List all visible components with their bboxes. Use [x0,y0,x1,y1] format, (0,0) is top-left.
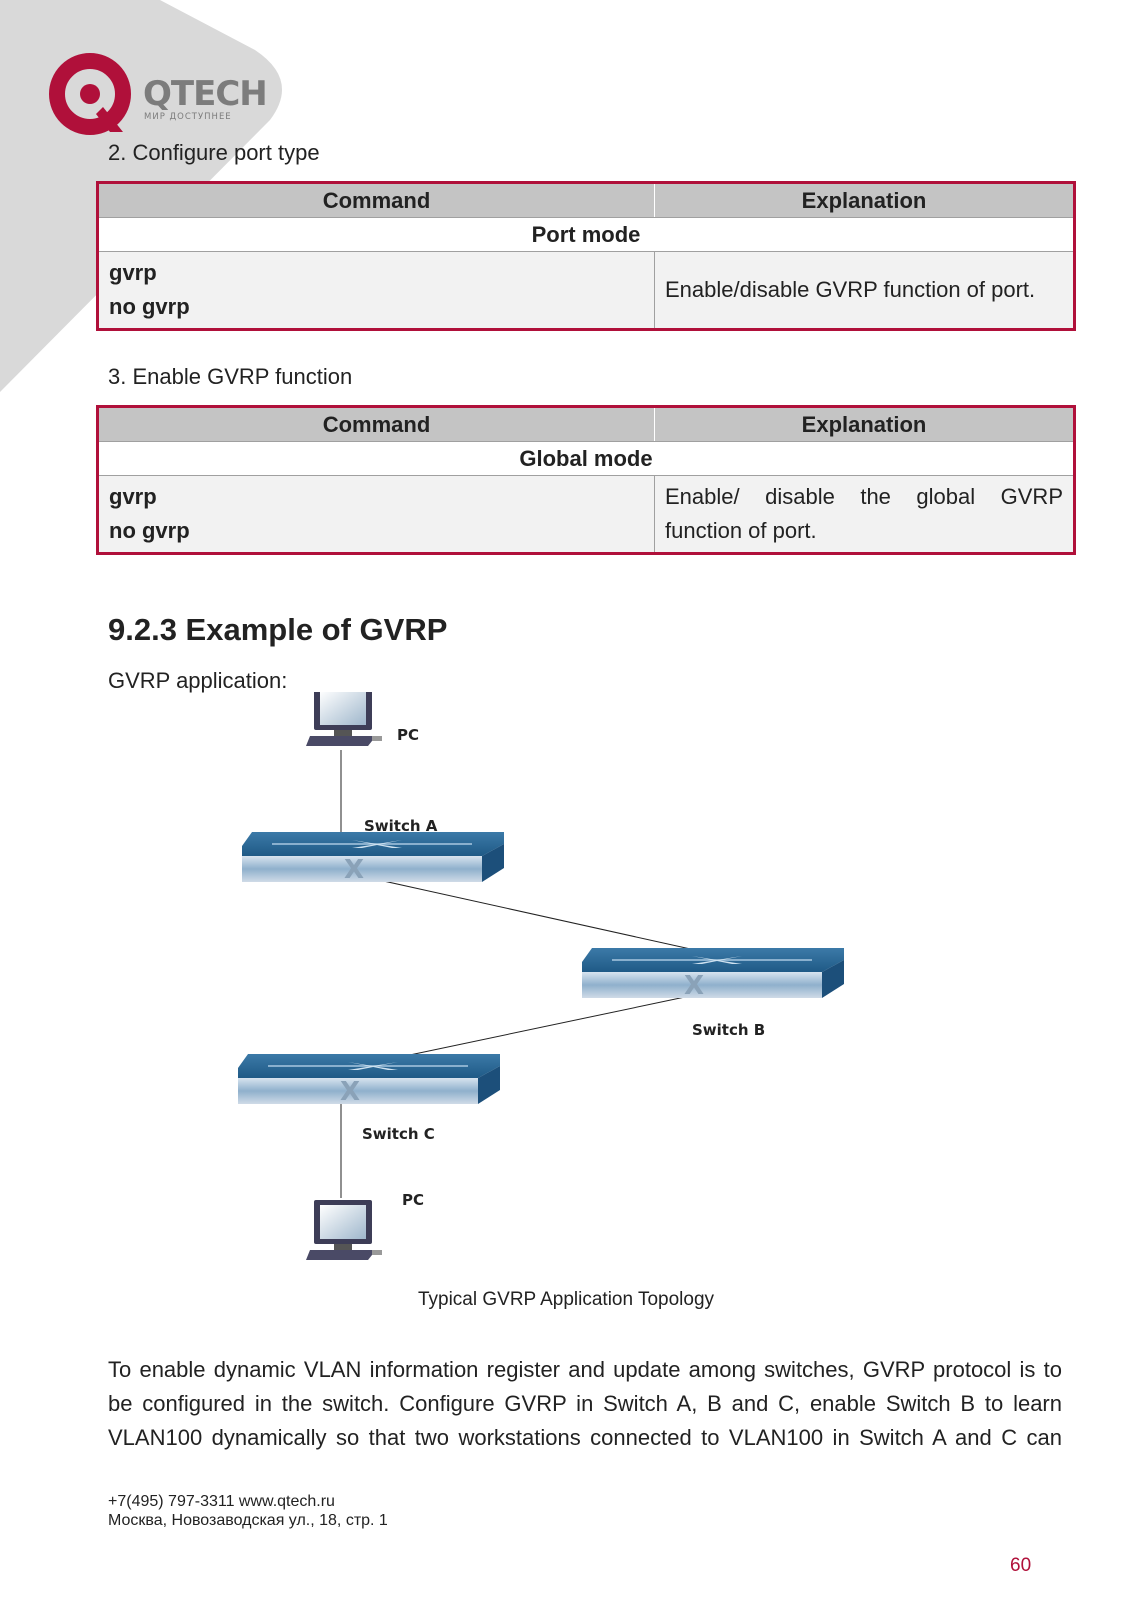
step-heading: 2. Configure port type [108,140,320,165]
switch-b-icon [581,947,845,1002]
explanation-line: Enable/ disable the global GVRP [665,484,1063,509]
mode-row: Port mode [97,217,1075,252]
footer: +7(495) 797-3311 www.qtech.ru Москва, Но… [108,1492,388,1530]
explanation-line: function of port. [665,518,817,543]
body-paragraph: To enable dynamic VLAN information regis… [108,1357,1062,1450]
pc-top-label: PC [397,726,419,744]
link-switch-a-b [369,877,696,951]
step-heading: 3. Enable GVRP function [108,364,353,389]
command-text: no gvrp [109,294,190,319]
pc-bottom-label: PC [402,1191,424,1209]
column-header: Command [97,406,655,442]
switch-c-label: Switch C [362,1125,435,1143]
topology-diagram: X PC Switch A Switch B Switch C PC [237,692,845,1260]
footer-address: Москва, Новозаводская ул., 18, стр. 1 [108,1512,388,1529]
command-text: gvrp [109,260,157,285]
pc-top-icon [306,692,382,746]
command-cell: gvrp no gvrp [97,251,655,330]
switch-a-label: Switch A [364,817,438,835]
command-text: no gvrp [109,518,190,543]
logo-mark-icon [49,53,131,135]
explanation-cell: Enable/ disable the global GVRP function… [654,475,1075,554]
command-table: Command Explanation Port mode gvrp no gv… [96,181,1076,331]
intro-text: GVRP application: [108,668,288,693]
explanation-cell: Enable/disable GVRP function of port. [654,251,1075,330]
column-header: Explanation [654,406,1075,442]
switch-b-label: Switch B [692,1021,765,1039]
page-number: 60 [1010,1555,1032,1576]
section-title: 9.2.3 Example of GVRP [108,612,448,647]
link-switch-b-c [404,996,686,1057]
column-header: Explanation [654,182,1075,218]
command-cell: gvrp no gvrp [97,475,655,554]
logo-text: QTECH [143,74,268,114]
qtech-logo: QTECH МИР ДОСТУПНЕЕ [48,52,288,142]
column-header: Command [97,182,655,218]
command-text: gvrp [109,484,157,509]
logo-tagline: МИР ДОСТУПНЕЕ [144,112,232,122]
command-table: Command Explanation Global mode gvrp no … [96,405,1076,555]
figure-caption: Typical GVRP Application Topology [417,1289,715,1310]
pc-bottom-icon [306,1200,382,1260]
switch-c-icon [237,1053,501,1108]
footer-contact: +7(495) 797-3311 www.qtech.ru [108,1493,335,1510]
mode-row: Global mode [97,441,1075,476]
switch-a-icon [241,831,505,886]
